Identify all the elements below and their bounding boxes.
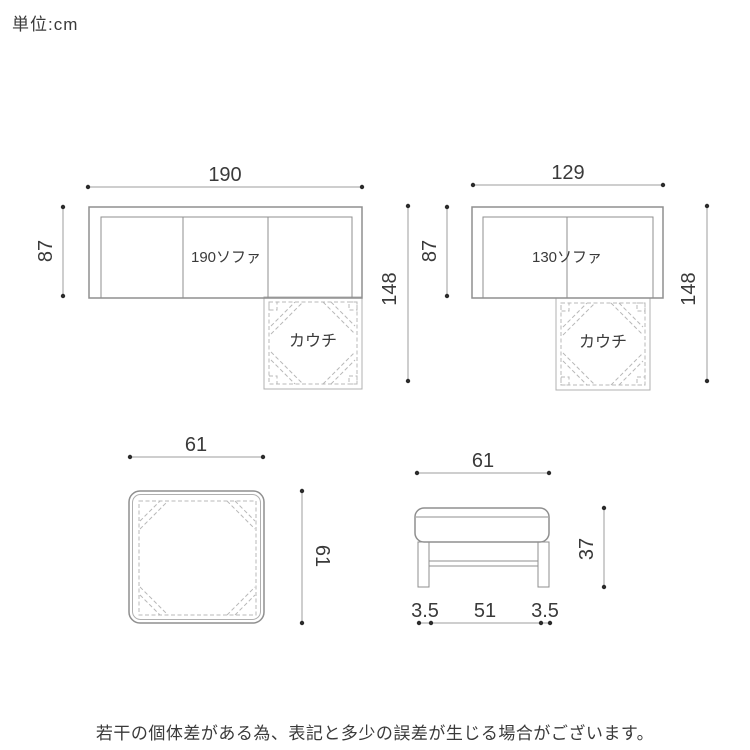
sofa-seat-edge bbox=[482, 216, 654, 298]
dim-value: 61 bbox=[185, 434, 207, 456]
couch-leg-mark bbox=[348, 375, 358, 385]
sofa-130-couch: カウチ bbox=[555, 297, 651, 391]
ottoman-outline bbox=[128, 490, 265, 624]
couch-leg-mark bbox=[636, 302, 646, 312]
ottoman-corner-hatch bbox=[139, 500, 256, 616]
couch-corner-hatch bbox=[270, 301, 356, 385]
sofa-190-body: 190ソファ bbox=[88, 206, 363, 299]
ottoman-side-body bbox=[414, 507, 550, 588]
ottoman-side-dim-legs: 3.5 51 3.5 bbox=[411, 600, 559, 626]
couch-corner-hatch bbox=[562, 302, 644, 386]
dim-value: 148 bbox=[678, 272, 700, 305]
ottoman-side-dim-width: 61 bbox=[414, 450, 552, 476]
unit-note: 単位:cm bbox=[12, 15, 79, 34]
couch-leg-mark bbox=[348, 301, 358, 311]
sofa-130-diagram: カウチ 130ソファ 129 87 148 bbox=[419, 162, 710, 391]
sofa-190-couch: カウチ bbox=[263, 296, 363, 390]
disclaimer-note: 若干の個体差がある為、表記と多少の誤差が生じる場合がございます。 bbox=[95, 724, 655, 743]
sofa-130-dim-width: 129 bbox=[470, 162, 666, 188]
sofa-130-body: 130ソファ bbox=[471, 206, 664, 299]
sofa-label: 190ソファ bbox=[191, 249, 261, 266]
sofa-190-diagram: カウチ 190ソファ 190 87 bbox=[35, 164, 411, 390]
couch-stitch-line bbox=[560, 302, 646, 386]
couch-leg-mark bbox=[636, 376, 646, 386]
couch-leg-mark bbox=[560, 376, 570, 386]
sofa-label: 130ソファ bbox=[532, 249, 602, 266]
dim-value: 3.5 bbox=[531, 600, 559, 622]
ottoman-stretcher bbox=[428, 560, 539, 567]
ottoman-right-leg bbox=[537, 541, 550, 588]
ottoman-side-view-diagram: 61 37 3.5 51 3.5 bbox=[411, 450, 607, 626]
sofa-outer-frame bbox=[88, 206, 363, 299]
dim-value: 37 bbox=[576, 538, 598, 560]
dim-value: 190 bbox=[208, 164, 241, 186]
sofa-190-dim-depth: 87 bbox=[35, 204, 66, 299]
ottoman-left-leg bbox=[417, 541, 430, 588]
dim-value: 3.5 bbox=[411, 600, 439, 622]
sofa-190-dim-width: 190 bbox=[85, 164, 365, 190]
couch-label: カウチ bbox=[289, 332, 337, 350]
dim-value: 87 bbox=[35, 240, 57, 262]
couch-stitch-line bbox=[268, 301, 358, 385]
ottoman-top-body bbox=[128, 490, 265, 624]
ottoman-top-view-diagram: 61 61 bbox=[127, 434, 333, 626]
ottoman-top-dim-depth: 61 bbox=[299, 488, 333, 626]
ottoman-inner-edge bbox=[132, 494, 261, 620]
couch-leg-mark bbox=[560, 302, 570, 312]
dim-value: 61 bbox=[472, 450, 494, 472]
ottoman-cushion bbox=[414, 507, 550, 543]
ottoman-top-dim-width: 61 bbox=[127, 434, 266, 460]
dim-value: 51 bbox=[474, 600, 496, 622]
couch-outline bbox=[263, 296, 363, 390]
dim-value: 87 bbox=[419, 240, 441, 262]
sofa-seat-edge bbox=[100, 216, 353, 298]
couch-label: カウチ bbox=[579, 333, 627, 351]
dim-value: 148 bbox=[379, 272, 401, 305]
ottoman-side-dim-height: 37 bbox=[576, 505, 607, 590]
dim-value: 129 bbox=[551, 162, 584, 184]
sofa-190-dim-total-depth: 148 bbox=[379, 203, 411, 384]
sofa-130-dim-total-depth: 148 bbox=[678, 203, 710, 384]
ottoman-stitch-line bbox=[138, 500, 257, 616]
couch-leg-mark bbox=[268, 375, 278, 385]
sofa-130-dim-depth: 87 bbox=[419, 204, 450, 299]
couch-leg-mark bbox=[268, 301, 278, 311]
dim-value: 61 bbox=[311, 545, 333, 567]
